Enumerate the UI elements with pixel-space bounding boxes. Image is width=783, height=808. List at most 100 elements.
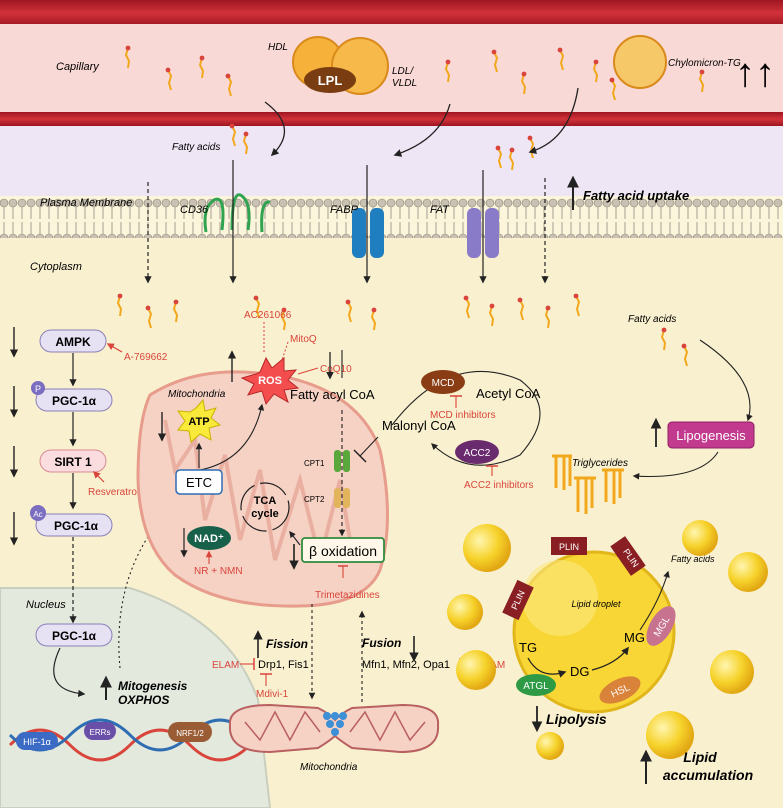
fatty-acid-molecule (497, 147, 503, 169)
lpl-enzyme (304, 67, 356, 93)
fatty-acid-head (173, 299, 179, 305)
ros-label: ROS (258, 375, 282, 387)
hdl-label: HDL (268, 42, 288, 53)
cd36-label: CD36 (180, 204, 209, 216)
hsl-enzyme (599, 676, 641, 704)
fatty-acid-molecule (347, 301, 353, 323)
fatty-acid-head (681, 343, 687, 349)
accumulation-label-1: Lipid (683, 749, 717, 765)
fatty-acid-head (545, 305, 551, 311)
fatty-acid-molecule (444, 61, 451, 83)
acetyl-coa-label: Acetyl CoA (476, 386, 541, 401)
vessel-to-membrane-arrows (264, 87, 579, 157)
fatty-acid-molecule (508, 149, 515, 171)
mitoq-inhibit-line (281, 341, 289, 361)
dg-label: DG (570, 664, 590, 679)
plasma-membrane-label: Plasma Membrane (40, 197, 132, 209)
fatty-acid-molecule (172, 301, 179, 323)
fatty-acid-molecule (147, 307, 153, 329)
fatty-acid-head (699, 69, 705, 75)
beta-oxidation-box (301, 537, 385, 563)
fatty-acid-head (509, 147, 515, 153)
fatty-acid-head (165, 67, 171, 73)
fatty-acid-head (557, 47, 563, 53)
atgl-enzyme (516, 674, 556, 696)
malonyl-coa-label: Malonyl CoA (382, 418, 456, 433)
fatty-acid-head (517, 297, 523, 303)
atgl-label: ATGL (523, 681, 549, 692)
fatty-acid-molecule (255, 297, 261, 319)
lipogenesis-to-tg-arrow (632, 451, 719, 480)
fatty-acid-head (593, 59, 599, 65)
fatty-acid-head (225, 73, 231, 79)
tca-cycle-ring (240, 482, 290, 532)
ampk-pathway: AMPK A-769662 P PGC-1α SIRT 1 Resveratro… (9, 327, 168, 698)
beta-oxidation-label: β oxidation (309, 543, 377, 559)
nr-nmn-label: NR + NMN (194, 566, 243, 577)
fatty-acid-head (371, 307, 377, 313)
mfn-label: Mfn1, Mfn2, Opa1 (362, 659, 450, 671)
membrane-fatty-acids-label: Fatty acids (172, 142, 220, 153)
fatty-acid-head (661, 327, 667, 333)
pgc1a-nucleus-node: PGC-1α (52, 629, 97, 643)
a769662-label: A-769662 (124, 352, 168, 363)
acetyl-badge: Ac (33, 510, 42, 519)
mcd-label: MCD (432, 378, 455, 389)
fatty-acid-head (229, 123, 235, 129)
fatty-acid-molecule (231, 125, 237, 147)
mcd-inhibitors-label: MCD inhibitors (430, 410, 496, 421)
dg-to-mg-arrow (591, 646, 629, 671)
ldl-label-1: LDL/ (392, 66, 414, 77)
fatty-acid-molecules (116, 45, 705, 367)
fatty-acid-molecule (611, 79, 617, 101)
fatty-acid-head (445, 59, 451, 65)
membrane-transport-arrows (144, 160, 549, 284)
coq10-label: CoQ10 (320, 364, 352, 375)
coq10-inhibit-line (297, 367, 319, 375)
fatty-acid-head (145, 305, 151, 311)
fatty-acid-molecule (167, 69, 173, 91)
fatty-acid-molecule (227, 75, 233, 97)
beta-to-tca-arrow (289, 530, 301, 546)
nad-node (187, 526, 231, 550)
drp1-label: Drp1, Fis1 (258, 659, 309, 671)
cpt1-transporter (334, 450, 350, 472)
cpt2-label: CPT2 (304, 495, 325, 504)
triglycerides-label: Triglycerides (572, 458, 628, 469)
lipolysis-label: Lipolysis (546, 711, 607, 727)
mito-bottom-label: Mitochondria (300, 762, 358, 773)
lipogenesis-box (667, 421, 755, 449)
mgl-enzyme (646, 606, 676, 646)
tca-label-1: TCA (254, 495, 277, 507)
fatty-acid-head (609, 77, 615, 83)
uptake-label: Fatty acid uptake (583, 188, 689, 203)
elam-left-label: ELAM (212, 660, 239, 671)
fatty-acid-head (125, 45, 131, 51)
tg-to-dg-arrow (527, 657, 567, 678)
fatty-acid-molecule (280, 309, 287, 331)
fa-to-lipogenesis-arrow (699, 339, 753, 422)
fat-label: FAT (430, 204, 450, 216)
lpl-label: LPL (318, 73, 343, 88)
plin-left (502, 579, 534, 621)
tca-label-2: cycle (251, 508, 279, 520)
etc-box (175, 469, 223, 495)
fatty-acyl-coa-label: Fatty acyl CoA (290, 387, 375, 402)
fatty-acid-head (491, 49, 497, 55)
ros-burst (240, 356, 300, 406)
fatty-acid-molecule (488, 305, 495, 327)
fatty-acid-molecule (493, 51, 499, 73)
droplet-fatty-acids-label: Fatty acids (671, 554, 715, 564)
tg-label: TG (519, 640, 537, 655)
trimetazidines-label: Trimetazidines (315, 590, 380, 601)
nrf-label: NRF1/2 (176, 729, 204, 738)
capillary-label: Capillary (56, 61, 100, 73)
fatty-acid-head (489, 303, 495, 309)
chylomicron-particle (613, 35, 667, 89)
mg-label: MG (624, 630, 645, 645)
nad-label: NAD⁺ (194, 533, 224, 545)
ampk-node: AMPK (55, 335, 91, 349)
accumulation-label-2: accumulation (663, 767, 753, 783)
